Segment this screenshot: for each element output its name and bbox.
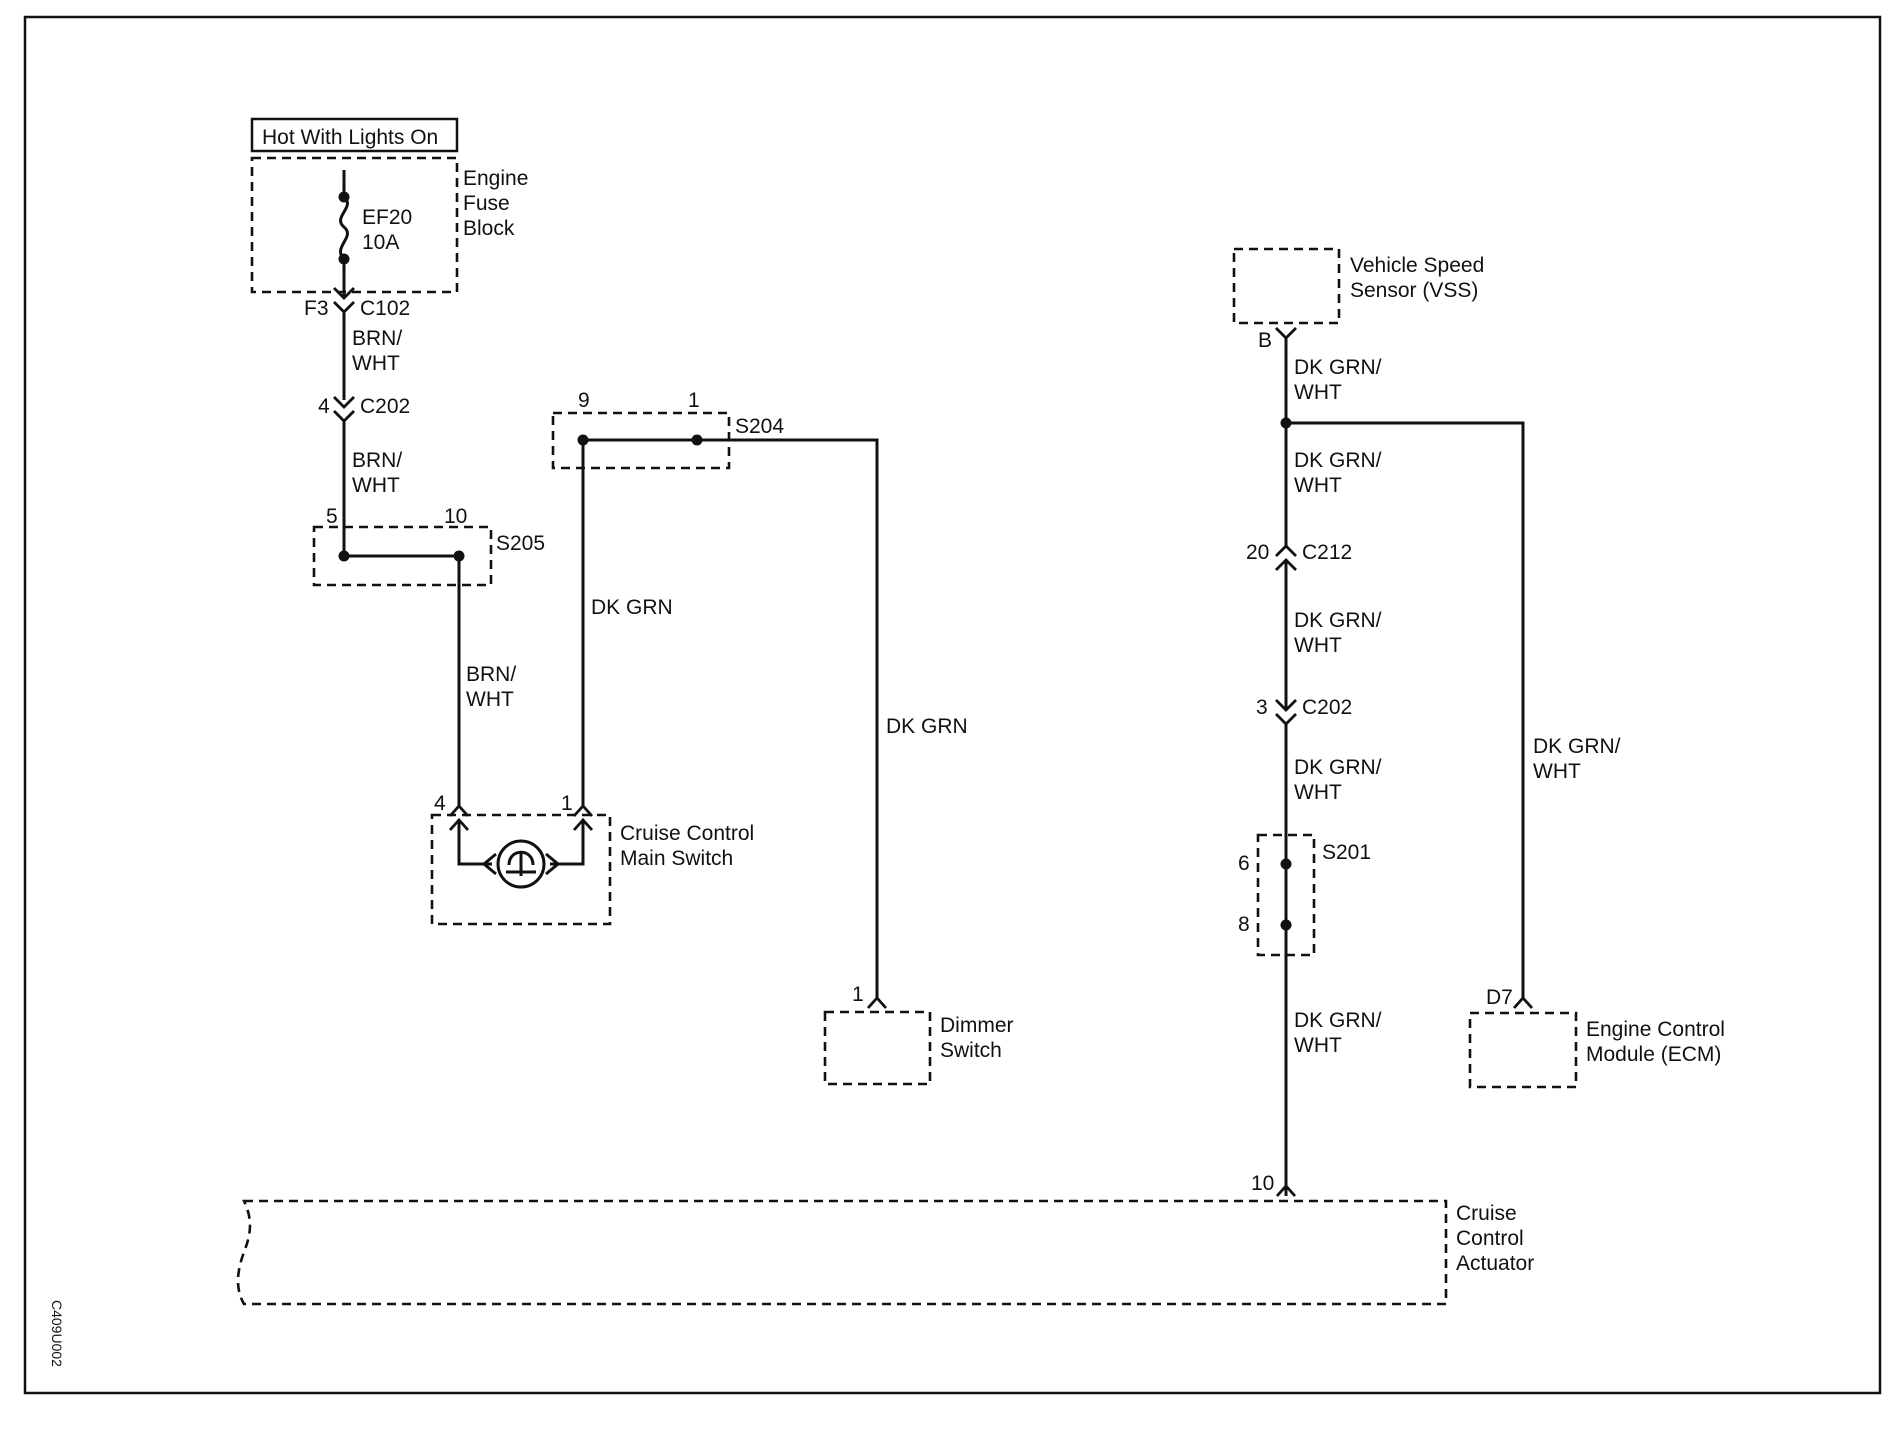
switch-pin-left: 4 — [434, 792, 446, 815]
s201-pin-a: 6 — [1238, 852, 1250, 875]
c212-label: C212 — [1302, 541, 1352, 564]
cruise-main-switch-box — [430, 813, 612, 926]
s205-pin-b: 10 — [444, 505, 467, 528]
wire-label-dk-grn-wht-ecm: DK GRN/ WHT — [1533, 735, 1626, 783]
wire-label-brn-wht-1: BRN/ WHT — [352, 327, 408, 375]
power-source-label: Hot With Lights On — [250, 117, 459, 153]
vss-connector-icon — [1275, 327, 1297, 340]
vss-pin: B — [1258, 329, 1272, 352]
wire-label-dk-grn-wht-5: DK GRN/ WHT — [1294, 1009, 1387, 1057]
c102-label: C102 — [360, 297, 410, 320]
s201-label: S201 — [1322, 841, 1371, 864]
c202-left-connector-icon — [333, 396, 355, 423]
s201-pin-b: 8 — [1238, 913, 1250, 936]
fuse-ef20 — [338, 170, 350, 298]
dimmer-connector-icon — [866, 995, 888, 1009]
dimmer-switch-label: Dimmer Switch — [940, 1014, 1019, 1062]
wire-label-dk-grn-dimmer: DK GRN — [886, 715, 968, 738]
svg-text:Hot With Lights On: Hot With Lights On — [262, 126, 438, 149]
wire-label-brn-wht-2: BRN/ WHT — [352, 449, 408, 497]
s205-pin-a: 5 — [326, 505, 338, 528]
switch-pin-right: 1 — [561, 792, 573, 815]
diagram-frame — [23, 15, 1882, 1395]
engine-fuse-block-label: Engine Fuse Block — [463, 167, 534, 240]
dimmer-switch-box — [823, 1010, 932, 1086]
figure-id: C409U002 — [49, 1300, 65, 1367]
c202-left-pin: 4 — [318, 395, 330, 418]
ecm-pin: D7 — [1486, 986, 1513, 1009]
actuator-pin: 10 — [1251, 1172, 1274, 1195]
wire-label-dk-grn-wht-2: DK GRN/ WHT — [1294, 449, 1387, 497]
c212-pin: 20 — [1246, 541, 1269, 564]
s204-pin-a: 9 — [578, 389, 590, 412]
s201-splice-box — [1256, 833, 1316, 957]
s205-label: S205 — [496, 532, 545, 555]
actuator-label: Cruise Control Actuator — [1456, 1202, 1534, 1275]
ecm-connector-icon — [1512, 995, 1534, 1009]
fuse-label: EF20 10A — [362, 206, 418, 254]
dimmer-pin: 1 — [852, 983, 864, 1006]
s204-pin-b: 1 — [688, 389, 700, 412]
actuator-connector-icon — [1275, 1183, 1297, 1197]
cruise-main-switch-label: Cruise Control Main Switch — [620, 822, 760, 870]
ecm-label: Engine Control Module (ECM) — [1586, 1018, 1731, 1066]
wire-label-dk-grn-switch: DK GRN — [591, 596, 673, 619]
vss-box — [1232, 247, 1341, 325]
c202-right-label: C202 — [1302, 696, 1352, 719]
cruise-switch-icon — [481, 839, 561, 889]
wire-label-dk-grn-wht-3: DK GRN/ WHT — [1294, 609, 1387, 657]
s205-splice-box — [312, 525, 493, 587]
wire-label-dk-grn-wht-1: DK GRN/ WHT — [1294, 356, 1387, 404]
actuator-box — [236, 1199, 1448, 1306]
wire-label-brn-wht-3: BRN/ WHT — [466, 663, 522, 711]
c102-pin: F3 — [304, 297, 329, 320]
wire-dk-grn-dimmer — [697, 438, 879, 1000]
vss-label: Vehicle Speed Sensor (VSS) — [1350, 254, 1490, 302]
c202-right-pin: 3 — [1256, 696, 1268, 719]
wire-dk-grn-wht-ecm — [1286, 421, 1525, 1000]
engine-fuse-block — [250, 156, 459, 294]
c202-left-label: C202 — [360, 395, 410, 418]
ecm-box — [1468, 1011, 1578, 1089]
s204-label: S204 — [735, 415, 784, 438]
wire-label-dk-grn-wht-4: DK GRN/ WHT — [1294, 756, 1387, 804]
